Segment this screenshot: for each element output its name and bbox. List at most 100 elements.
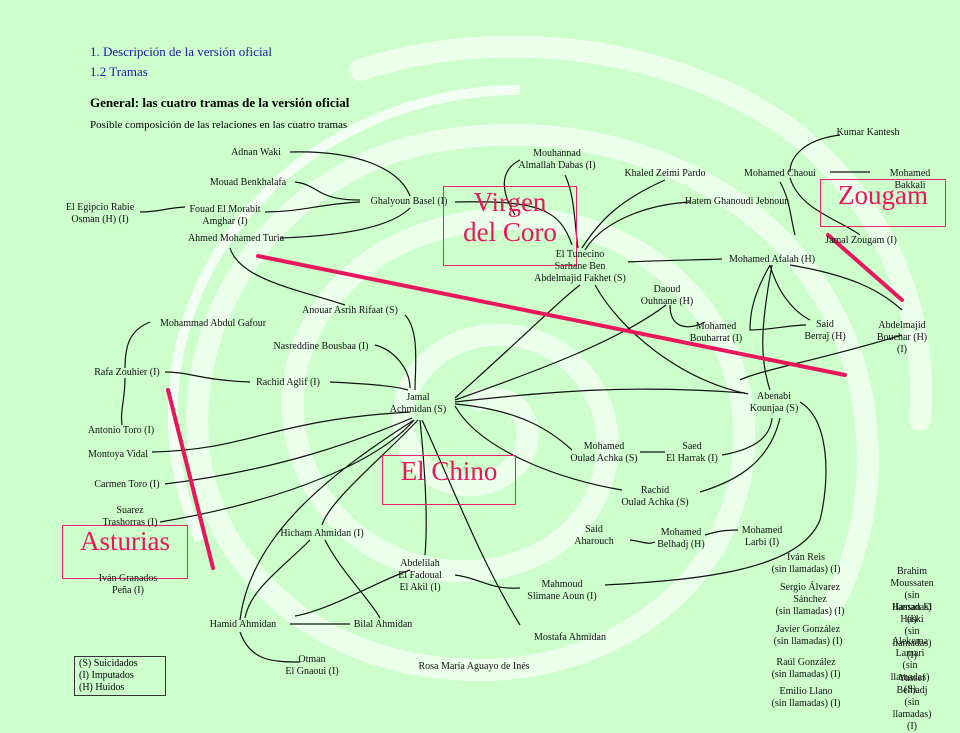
- link: [454, 304, 667, 401]
- node-mohamed-larbi: Mohamed Larbi (I): [741, 525, 783, 548]
- node-rafa-zouhier: Rafa Zouhier (I): [94, 367, 160, 378]
- node-mohamed-belhadj: Mohamed Belhadj (H): [657, 527, 705, 550]
- node-abdelilah-el-fadoual: Abdelilah El Fadoual El Akil (I): [398, 558, 442, 593]
- legend-box: (S) Suicidados (I) Imputados (H) Huidos: [74, 656, 166, 696]
- link: [627, 258, 723, 263]
- link: [329, 381, 409, 391]
- diagram-title: General: las cuatro tramas de la versión…: [90, 95, 350, 110]
- node-anouar-asrih-rifaat: Anouar Asrih Rifaat (S): [302, 305, 398, 316]
- node-said-aharouch: Said Aharouch: [574, 524, 614, 547]
- node-mouad-benkhalafa: Mouad Benkhalafa: [209, 177, 287, 188]
- node-sergio-alvarez: Sergio Álvarez Sánchez (sin llamadas) (I…: [775, 582, 845, 617]
- link: [503, 159, 521, 216]
- link: [289, 151, 411, 197]
- node-jamal-zougam: Jamal Zougam (I): [825, 235, 897, 246]
- link: [704, 529, 739, 536]
- subsection-heading: 1.2 Tramas: [90, 64, 148, 79]
- node-hassan-el-haski: Hassan El Haski (sin llamadas) (I): [891, 602, 933, 661]
- node-rosa-maria-aguayo: Rosa María Aguayo de Inés: [418, 661, 530, 672]
- link: [594, 284, 749, 395]
- node-carmen-toro: Carmen Toro (I): [94, 479, 160, 490]
- link: [164, 371, 251, 383]
- link: [164, 417, 413, 485]
- group-zougam: Zougam: [820, 179, 946, 227]
- node-ivan-granados: Iván Granados Peña (I): [98, 573, 158, 596]
- node-javier-gonzalez: Javier González (sin llamadas) (I): [773, 624, 843, 647]
- link: [789, 134, 841, 173]
- link: [239, 419, 415, 621]
- link: [139, 206, 186, 213]
- node-mohamed-afalah: Mohamed Afalah (H): [728, 254, 816, 265]
- link: [454, 403, 573, 451]
- node-hamid-ahmidan: Hamid Ahmidan: [209, 619, 277, 630]
- node-mohamed-bouharrat: Mohamed Bouharrat (I): [689, 321, 743, 344]
- node-mohamed-chaoui: Mohamed Chaoui: [744, 168, 816, 179]
- link: [564, 174, 579, 249]
- node-rachid-aglif: Rachid Aglif (I): [256, 377, 320, 388]
- node-suarez-trashorras: Suarez Trashorras (I): [102, 505, 158, 528]
- link: [604, 401, 827, 586]
- link: [584, 201, 691, 251]
- diagram-subtitle: Posible composición de las relaciones en…: [90, 119, 348, 131]
- link: [454, 284, 581, 399]
- link: [120, 377, 126, 426]
- node-bilal-ahmidan: Bilal Ahmidan: [353, 619, 413, 630]
- link: [581, 179, 666, 249]
- node-khaled-zeimi: Khaled Zeimi Pardo: [624, 168, 706, 179]
- link: [324, 539, 381, 619]
- link: [264, 201, 361, 213]
- node-mouhannad-almallah: Mouhannad Almallah Dabas (I): [518, 148, 596, 171]
- link: [739, 334, 903, 381]
- link: [229, 247, 346, 306]
- link: [629, 539, 656, 544]
- node-hicham-ahmidan: Hicham Ahmidan (I): [280, 528, 364, 539]
- node-said-berraj: Said Berraj (H): [804, 319, 846, 342]
- link: [454, 574, 521, 589]
- cut-line-virgen: [256, 254, 847, 377]
- link: [421, 419, 521, 626]
- group-virgen-del-coro: Virgen del Coro: [443, 186, 577, 266]
- group-el-chino: El Chino: [382, 455, 516, 505]
- link: [151, 411, 411, 453]
- node-antonio-toro: Antonio Toro (I): [87, 425, 155, 436]
- node-ahmed-mohamed-turia: Ahmed Mohamed Turia: [187, 233, 285, 244]
- link: [789, 177, 861, 236]
- node-yussef-belhadj: Yussef Belhadj (sin llamadas) (I): [892, 673, 932, 732]
- link: [669, 304, 706, 328]
- node-ivan-reis: Iván Reis (sin llamadas) (I): [771, 552, 841, 575]
- node-daoud-ouhnane: Daoud Ouhnane (H): [640, 284, 694, 307]
- node-raul-gonzalez: Raúl González (sin llamadas) (I): [771, 657, 841, 680]
- link: [454, 388, 746, 403]
- node-emilio-llano: Emilio Llano (sin llamadas) (I): [771, 686, 841, 709]
- node-saed-el-harrak: Saed El Harrak (I): [666, 441, 718, 464]
- link: [789, 264, 903, 311]
- node-hatem-ghanoudi: Hatem Ghanoudi Jebnoun: [684, 196, 790, 207]
- node-montoya-vidal: Montoya Vidal: [87, 449, 149, 460]
- node-el-tunecino: El Tunecino Sarhane Ben Abdelmajid Fakhe…: [534, 249, 626, 284]
- link: [374, 344, 411, 389]
- node-brahim-moussaten: Brahim Moussaten (sin llamadas) (I): [890, 566, 934, 625]
- link: [279, 207, 411, 239]
- link: [159, 419, 415, 523]
- node-mohammad-abdul-gafour: Mohammad Abdul Gafour: [159, 318, 267, 329]
- node-mohamed-bakkali: Mohamed Bakkali: [889, 168, 931, 191]
- node-mohamed-oulad-achka: Mohamed Oulad Achka (S): [570, 441, 638, 464]
- link: [124, 321, 151, 369]
- cut-line-zougam: [826, 233, 904, 302]
- node-rachid-oulad-achka: Rachid Oulad Achka (S): [621, 485, 689, 508]
- link: [762, 264, 773, 391]
- node-nasreddine-bousbaa: Nasreddine Bousbaa (I): [273, 341, 369, 352]
- link: [769, 264, 811, 321]
- node-mahmoud-slimane-aoun: Mahmoud Slimane Aoun (I): [527, 579, 597, 602]
- link: [419, 419, 427, 556]
- link: [454, 405, 623, 491]
- group-asturias: Asturias: [62, 525, 188, 579]
- link: [239, 631, 301, 663]
- node-otman-el-gnaoui: Otman El Gnaoui (I): [285, 654, 339, 677]
- node-kumar-kantesh: Kumar Kantesh: [836, 127, 900, 138]
- node-alekema-lamari: Alekema Lamari (sin llamadas) (S): [890, 636, 930, 695]
- link: [321, 419, 419, 526]
- node-fouad-el-morabit: Fouad El Morabit Amghar (I): [189, 204, 261, 227]
